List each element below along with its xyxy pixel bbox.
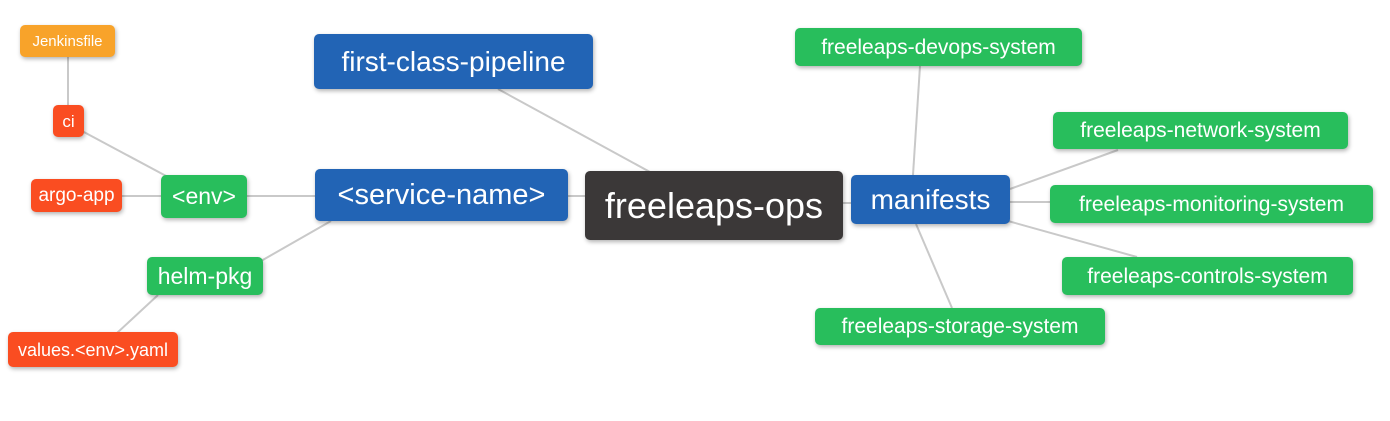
node-manifests[interactable]: manifests: [851, 175, 1010, 224]
node-storage-system[interactable]: freeleaps-storage-system: [815, 308, 1105, 345]
node-freeleaps-ops[interactable]: freeleaps-ops: [585, 171, 843, 240]
node-first-class-pipeline[interactable]: first-class-pipeline: [314, 34, 593, 89]
edge-manifests--storage-system: [915, 223, 953, 309]
edge-helm-pkg--values-env-yaml: [116, 294, 159, 334]
edge-first-class-pipeline--freeleaps-ops: [497, 88, 651, 173]
node-ci[interactable]: ci: [53, 105, 84, 137]
node-values-env-yaml[interactable]: values.<env>.yaml: [8, 332, 178, 367]
node-env[interactable]: <env>: [161, 175, 247, 218]
node-argo-app[interactable]: argo-app: [31, 179, 122, 212]
edge-manifests--controls-system: [1007, 220, 1138, 258]
node-controls-system[interactable]: freeleaps-controls-system: [1062, 257, 1353, 295]
edge-manifests--devops-system: [912, 65, 921, 176]
node-monitoring-system[interactable]: freeleaps-monitoring-system: [1050, 185, 1373, 223]
node-devops-system[interactable]: freeleaps-devops-system: [795, 28, 1082, 66]
node-jenkinsfile[interactable]: Jenkinsfile: [20, 25, 115, 57]
node-service-name[interactable]: <service-name>: [315, 169, 568, 221]
node-network-system[interactable]: freeleaps-network-system: [1053, 112, 1348, 149]
node-helm-pkg[interactable]: helm-pkg: [147, 257, 263, 295]
edge-ci--env: [81, 130, 169, 178]
edge-service-name--helm-pkg: [260, 220, 332, 262]
edge-manifests--network-system: [1009, 149, 1119, 190]
